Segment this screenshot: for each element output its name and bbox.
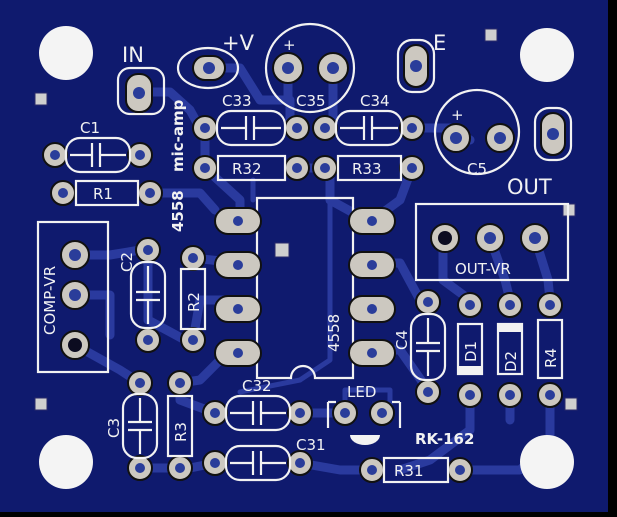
- c3-label: C3: [105, 418, 123, 438]
- mic-amp-label: mic-amp: [169, 99, 187, 172]
- out-vr-label: OUT-VR: [455, 260, 511, 278]
- r2-label: R2: [185, 292, 203, 312]
- resistor-r33: R33: [312, 154, 425, 182]
- out-label: OUT: [507, 175, 552, 199]
- r3-label: R3: [172, 422, 190, 442]
- resistor-r4: R4: [536, 292, 564, 408]
- capacitor-c4: C4: [393, 289, 447, 405]
- resistor-r3: R3: [166, 370, 194, 481]
- capacitor-c35: + C35: [264, 22, 356, 114]
- ic-body-label: 4558: [325, 314, 343, 352]
- c4-label: C4: [393, 330, 411, 350]
- c31-label: C31: [296, 436, 326, 454]
- board-id-label: RK-162: [415, 430, 474, 448]
- resistor-r32: R32: [192, 154, 310, 182]
- capacitor-c31: C31: [202, 436, 326, 482]
- r33-label: R33: [352, 160, 382, 178]
- d2-label: D2: [502, 351, 520, 372]
- d1-label: D1: [462, 341, 480, 362]
- comp-vr-potentiometer: COMP-VR: [36, 220, 110, 374]
- capacitor-c34: C34: [312, 92, 425, 147]
- plus-v-label: +V: [222, 31, 255, 55]
- out-power-pad: [533, 106, 573, 162]
- led: LED: [326, 383, 402, 445]
- mount-hole-bottom-left: [39, 435, 93, 489]
- c35-label: C35: [296, 92, 326, 110]
- resistor-r31: R31: [359, 456, 473, 484]
- c2-label: C2: [118, 252, 136, 272]
- diode-d1: D1: [456, 292, 484, 408]
- mounting-holes: [39, 26, 574, 489]
- c34-label: C34: [360, 92, 390, 110]
- mount-hole-top-left: [39, 26, 93, 80]
- mount-hole-top-right: [520, 28, 574, 82]
- r4-label: R4: [542, 348, 560, 368]
- in-connector: IN: [116, 43, 166, 116]
- capacitor-c1: C1: [42, 119, 153, 174]
- c32-label: C32: [242, 377, 272, 395]
- r32-label: R32: [232, 160, 262, 178]
- ground-label: E: [433, 31, 446, 55]
- c33-label: C33: [222, 92, 252, 110]
- plus-v-connector: +V: [176, 31, 255, 90]
- c5-label: C5: [467, 160, 487, 178]
- ground-connector: E: [396, 31, 446, 94]
- resistor-r1: R1: [50, 179, 163, 207]
- led-label: LED: [347, 383, 376, 401]
- capacitor-c2: C2: [118, 237, 167, 353]
- r31-label: R31: [394, 462, 424, 480]
- ic-part-label: 4558: [169, 190, 187, 232]
- fiducial-markers: [34, 28, 578, 411]
- c35-polarity: +: [283, 36, 296, 54]
- capacitor-c3: C3: [105, 370, 159, 481]
- capacitor-c33: C33: [192, 92, 310, 147]
- diode-d2: D2: [496, 292, 524, 408]
- resistor-r2: R2: [179, 245, 207, 353]
- r1-label: R1: [93, 185, 113, 203]
- c5-polarity: +: [451, 106, 464, 124]
- capacitor-c5: + C5: [433, 88, 521, 178]
- c1-label: C1: [80, 119, 100, 137]
- capacitor-c32: C32: [202, 377, 313, 432]
- ic-4558: 4558: [214, 196, 396, 380]
- comp-vr-label: COMP-VR: [41, 266, 59, 335]
- in-label: IN: [122, 43, 144, 67]
- mount-hole-bottom-right: [520, 435, 574, 489]
- out-vr-potentiometer: OUT-VR: [414, 202, 570, 282]
